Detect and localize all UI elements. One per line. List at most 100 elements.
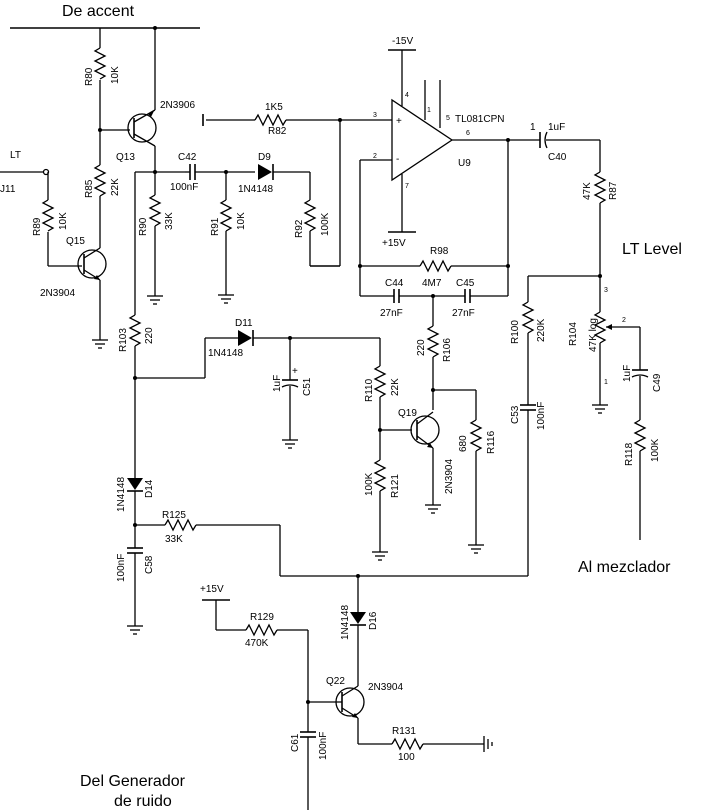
r98-ref: R98 <box>430 246 449 257</box>
pin-7: 7 <box>405 183 409 190</box>
resistor-r106 <box>426 325 440 358</box>
c40-plus: 1 <box>530 122 536 133</box>
resistor-r129 <box>245 623 278 637</box>
pin-5: 5 <box>446 115 450 122</box>
pot-pin-2: 2 <box>622 317 626 324</box>
lt-label: LT <box>10 150 21 161</box>
resistor-r100 <box>521 301 535 334</box>
title-lt-level: LT Level <box>622 241 682 258</box>
r106-ref: R106 <box>442 338 453 362</box>
resistor-r110 <box>373 365 387 398</box>
d11-value: 1N4148 <box>208 348 243 359</box>
r91-ref: R91 <box>210 217 221 236</box>
c44-value: 27nF <box>380 308 403 319</box>
r98-value: 4M7 <box>422 278 442 289</box>
r125-value: 33K <box>165 534 183 545</box>
pin-4: 4 <box>405 92 409 99</box>
q15-value: 2N3904 <box>40 288 75 299</box>
pos15-label-b: +15V <box>200 584 224 595</box>
r89-value: 10K <box>58 212 69 230</box>
title-de-ruido: de ruido <box>114 793 172 810</box>
c51-ref: C51 <box>302 377 313 396</box>
r110-value: 22K <box>390 378 401 396</box>
r85-ref: R85 <box>84 179 95 198</box>
c58-value: 100nF <box>116 554 127 582</box>
r129-value: 470K <box>245 638 269 649</box>
resistor-r87 <box>593 171 607 204</box>
resistor-r121 <box>373 459 387 492</box>
ground-symbol <box>147 295 163 305</box>
r118-ref: R118 <box>624 442 635 466</box>
r104-ref: R104 <box>568 322 579 346</box>
c53-ref: C53 <box>510 405 521 424</box>
r129-ref: R129 <box>250 612 274 623</box>
resistor-r80 <box>93 47 107 80</box>
q22-value: 2N3904 <box>368 682 403 693</box>
r80-value: 10K <box>110 66 121 84</box>
c40-ref: C40 <box>548 152 567 163</box>
ground-symbol <box>483 736 493 752</box>
ground-symbol <box>425 504 441 514</box>
r121-value: 100K <box>364 472 375 496</box>
resistor-r98 <box>419 259 452 273</box>
r87-ref: R87 <box>608 181 619 200</box>
potentiometer-r104 <box>593 311 607 344</box>
r131-value: 100 <box>398 752 415 763</box>
c49-ref: C49 <box>652 373 663 392</box>
pin-plus: + <box>396 116 402 127</box>
d16-value: 1N4148 <box>340 605 351 640</box>
d11-ref: D11 <box>235 318 253 329</box>
resistor-r85 <box>93 164 107 197</box>
r89-ref: R89 <box>32 217 43 236</box>
pin-minus: - <box>396 154 399 165</box>
q15-ref: Q15 <box>66 236 85 247</box>
r106-value: 220 <box>416 339 427 356</box>
r80-ref: R80 <box>84 67 95 86</box>
r110-ref: R110 <box>364 378 375 402</box>
r103-value: 220 <box>144 327 155 344</box>
r85-value: 22K <box>110 178 121 196</box>
transistor-q15 <box>77 249 107 279</box>
c44-ref: C44 <box>385 278 404 289</box>
j11-label: J11 <box>0 184 16 195</box>
c51-plus: + <box>292 366 298 377</box>
c40-value: 1uF <box>548 122 565 133</box>
r92-value: 100K <box>320 212 331 236</box>
r90-ref: R90 <box>138 217 149 236</box>
pin-2: 2 <box>373 153 377 160</box>
d9-ref: D9 <box>258 152 271 163</box>
resistor-r131 <box>391 737 424 751</box>
resistor-r125 <box>164 518 197 532</box>
title-al-mezclador: Al mezclador <box>578 559 671 576</box>
d9-value: 1N4148 <box>238 184 273 195</box>
c51-value: 1uF <box>272 375 283 392</box>
r82-ref: 1K5 <box>265 102 283 113</box>
resistor-r92 <box>303 199 317 232</box>
r82-value: R82 <box>268 126 287 137</box>
resistor-r89 <box>41 199 55 232</box>
diode-d9 <box>258 164 272 180</box>
transistor-q13 <box>127 113 157 143</box>
opamp-u9 <box>391 98 454 182</box>
q19-value: 2N3904 <box>444 459 455 494</box>
r92-ref: R92 <box>294 219 305 238</box>
c58-ref: C58 <box>144 555 155 574</box>
pot-pin-1: 1 <box>604 379 608 386</box>
r100-value: 220K <box>536 318 547 342</box>
resistor-r118 <box>633 419 647 452</box>
c61-ref: C61 <box>290 733 301 752</box>
r125-ref: R125 <box>162 510 186 521</box>
q13-ref: Q13 <box>116 152 135 163</box>
r116-value: 680 <box>458 435 469 452</box>
resistor-r103 <box>128 314 142 347</box>
q22-ref: Q22 <box>326 676 345 687</box>
ground-symbol <box>127 625 143 635</box>
diode-d14 <box>127 478 143 490</box>
c45-ref: C45 <box>456 278 475 289</box>
c45-value: 27nF <box>452 308 475 319</box>
r118-value: 100K <box>650 438 661 462</box>
c42-value: 100nF <box>170 182 198 193</box>
ground-symbol <box>468 544 484 554</box>
ground-symbol <box>282 439 298 449</box>
